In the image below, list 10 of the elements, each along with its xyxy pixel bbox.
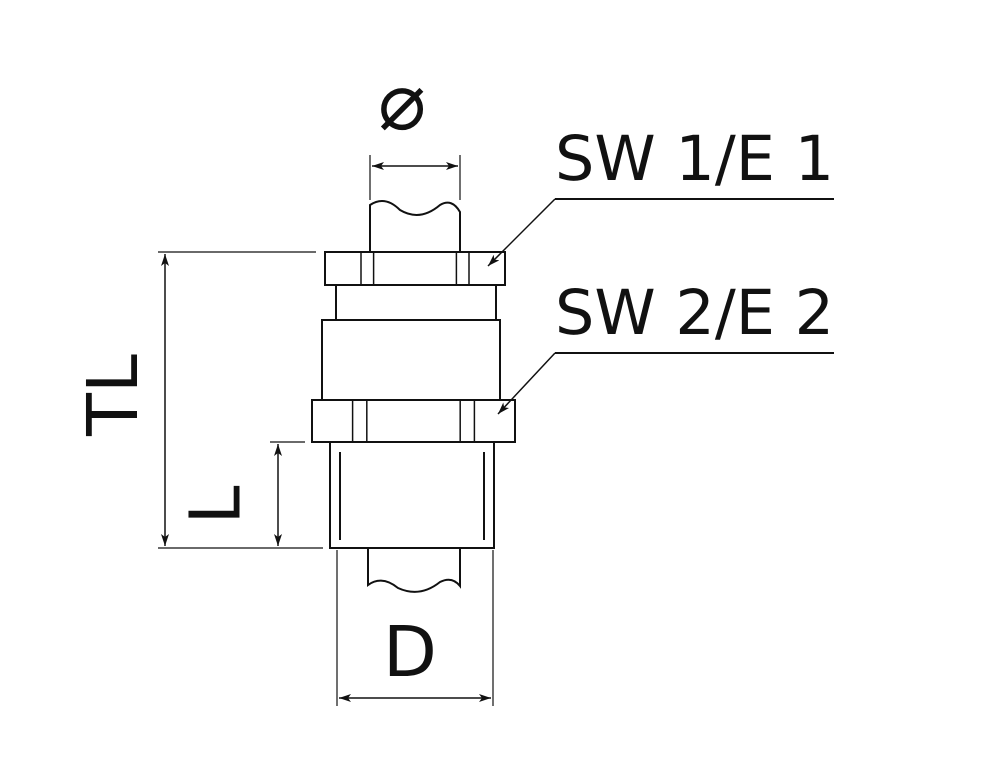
hex-nut xyxy=(311,399,516,443)
diameter-symbol: ⌀ xyxy=(378,62,426,142)
hex-nut xyxy=(324,251,506,286)
leader-line xyxy=(487,198,556,267)
dimension-label: L xyxy=(180,486,250,524)
part-label: SW 1/E 1 xyxy=(555,128,834,200)
leader-line xyxy=(497,352,556,415)
dimension-label: TL xyxy=(78,354,148,436)
part-label: SW 2/E 2 xyxy=(555,282,834,354)
dimension-label: D xyxy=(383,617,437,687)
